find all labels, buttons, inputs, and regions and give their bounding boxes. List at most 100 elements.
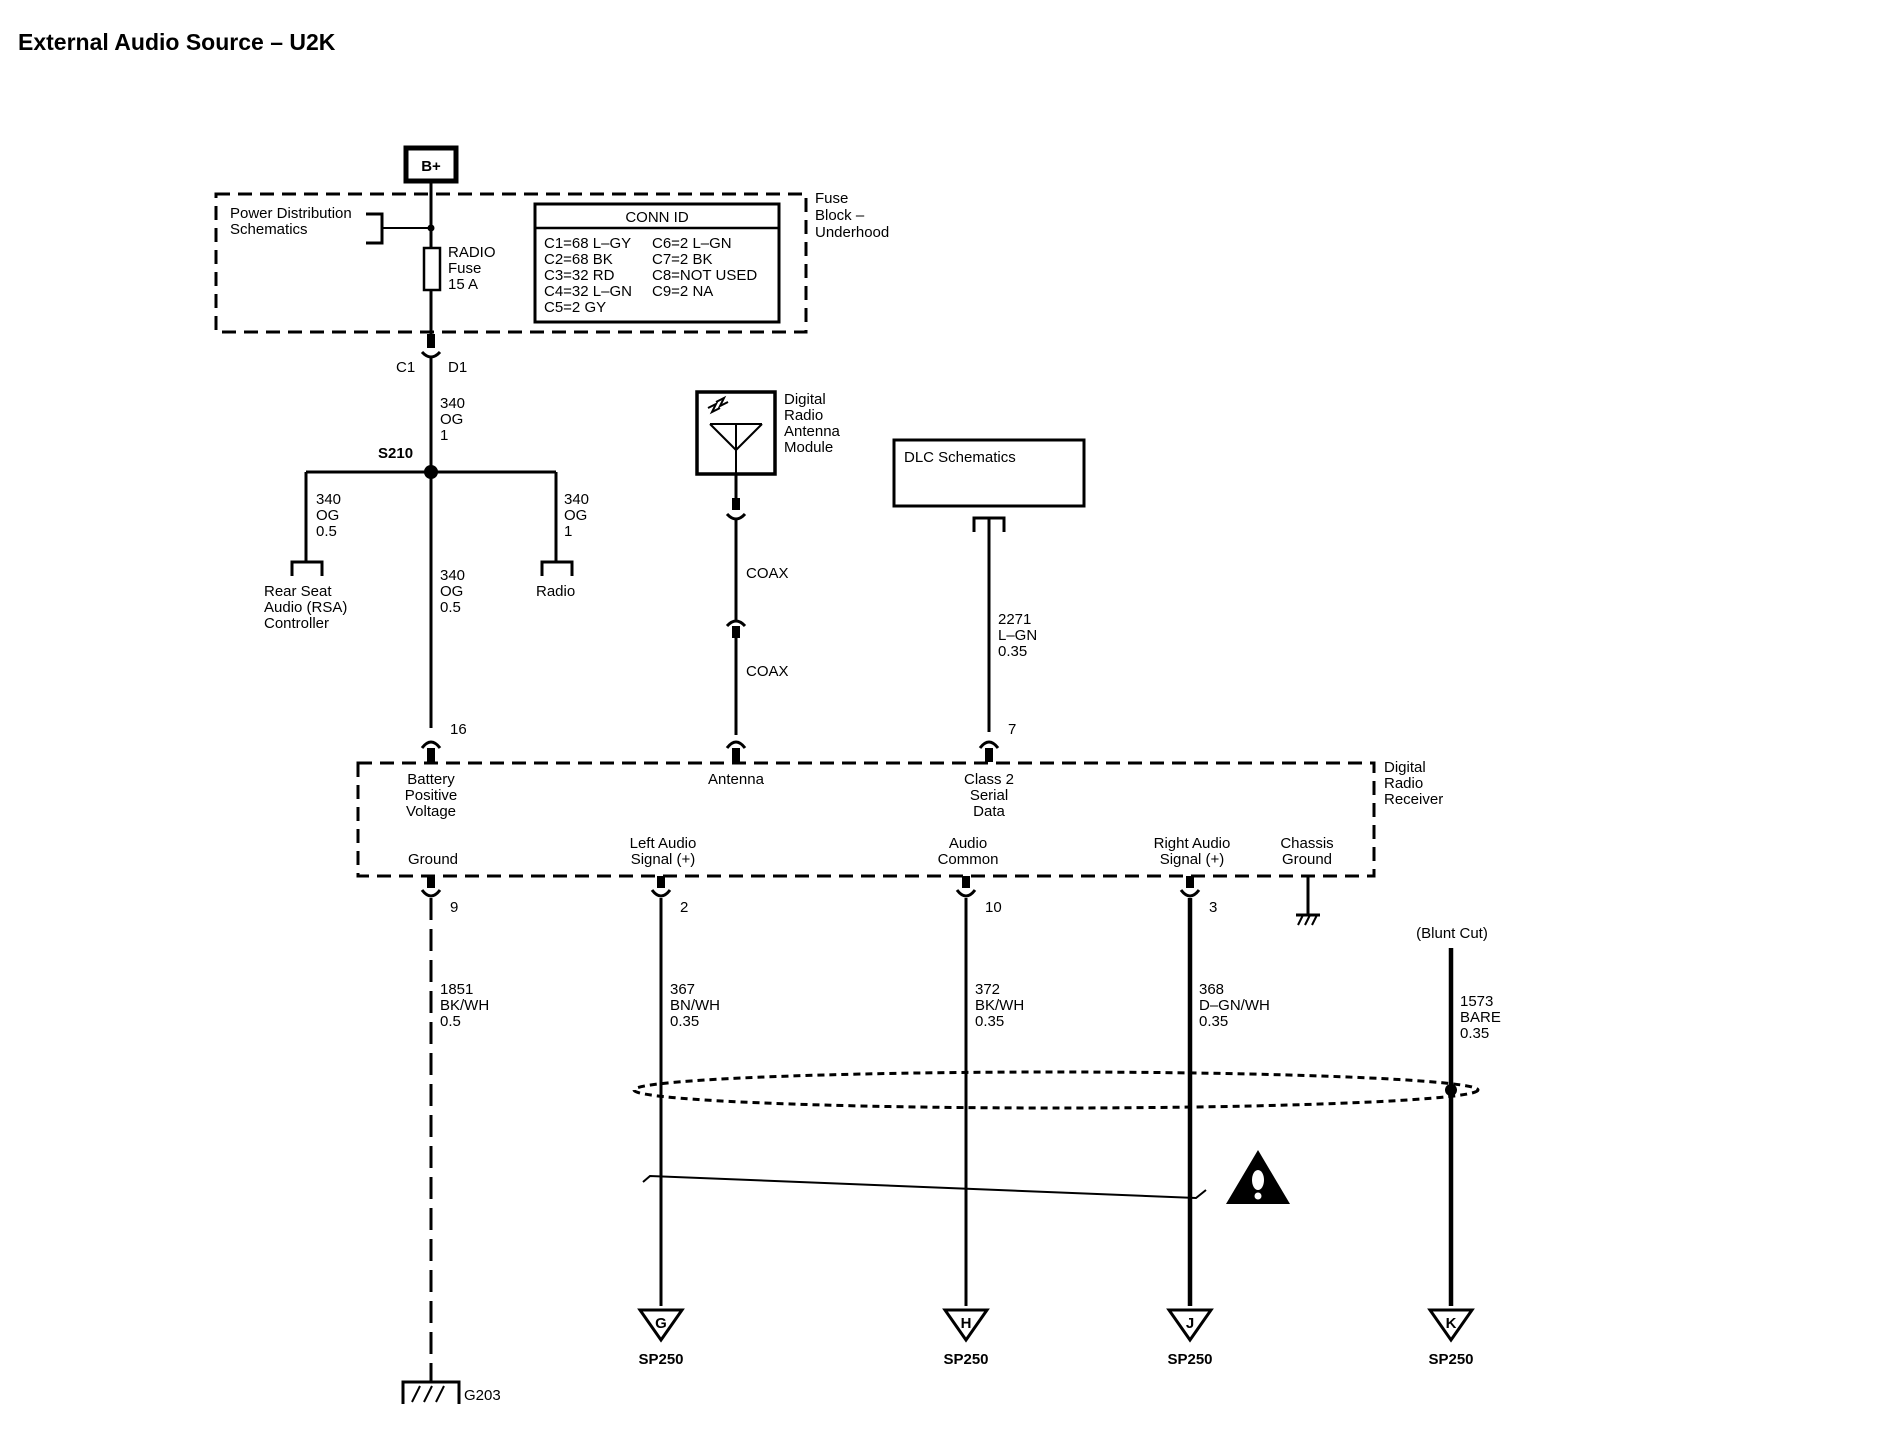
svg-text:Digital: Digital [1384, 759, 1426, 776]
svg-text:D1: D1 [448, 359, 467, 376]
svg-text:C9=2 NA: C9=2 NA [652, 283, 713, 300]
svg-text:Common: Common [938, 851, 999, 868]
conn-id-table: CONN ID C1=68 L–GY C2=68 BK C3=32 RD C4=… [533, 202, 781, 324]
svg-text:OG: OG [316, 507, 339, 524]
svg-text:Ground: Ground [1282, 851, 1332, 868]
wire-368-right-audio: 368 D–GN/WH 0.35 [1187, 898, 1270, 1306]
blunt-cut-label: (Blunt Cut) [1416, 925, 1488, 942]
wire-coax: COAX COAX [725, 474, 789, 735]
svg-text:368: 368 [1199, 981, 1224, 998]
digital-radio-receiver-label: Digital Radio Receiver [1384, 759, 1443, 808]
svg-text:Power Distribution: Power Distribution [230, 205, 352, 222]
svg-text:C8=NOT USED: C8=NOT USED [652, 267, 757, 284]
svg-text:Underhood: Underhood [815, 224, 889, 241]
svg-text:Signal (+): Signal (+) [631, 851, 696, 868]
svg-text:COAX: COAX [746, 663, 789, 680]
svg-text:0.35: 0.35 [1460, 1025, 1489, 1042]
fuse-block-label: Fuse Block – Underhood [815, 190, 889, 241]
svg-text:COAX: COAX [746, 565, 789, 582]
svg-text:C1: C1 [396, 359, 415, 376]
svg-text:Radio: Radio [784, 407, 823, 424]
svg-text:OG: OG [440, 583, 463, 600]
svg-text:C5=2 GY: C5=2 GY [544, 299, 606, 316]
svg-text:0.35: 0.35 [975, 1013, 1004, 1030]
svg-text:Serial: Serial [970, 787, 1008, 804]
svg-text:Digital: Digital [784, 391, 826, 408]
svg-text:C2=68 BK: C2=68 BK [544, 251, 613, 268]
svg-text:Antenna: Antenna [784, 423, 841, 440]
svg-text:Ground: Ground [408, 851, 458, 868]
svg-text:Audio (RSA): Audio (RSA) [264, 599, 347, 616]
svg-text:Controller: Controller [264, 615, 329, 632]
svg-text:367: 367 [670, 981, 695, 998]
rsa-controller-label: Rear Seat [264, 583, 332, 600]
fuse-block-boundary [214, 192, 808, 334]
branch-rsa-controller: 340 OG 0.5 Rear Seat Audio (RSA) Control… [264, 491, 347, 632]
receiver-top-connectors: 16 7 [420, 721, 1016, 762]
svg-text:Audio: Audio [949, 835, 987, 852]
svg-text:Left Audio: Left Audio [630, 835, 697, 852]
svg-text:0.5: 0.5 [440, 599, 461, 616]
svg-text:0.35: 0.35 [1199, 1013, 1228, 1030]
radio-label: Radio [536, 583, 575, 600]
battery-positive-source: B+ [403, 145, 459, 184]
svg-text:Voltage: Voltage [406, 803, 456, 820]
wire-367-left-audio: 367 BN/WH 0.35 [659, 898, 720, 1306]
power-distribution-reference[interactable]: Power Distribution Schematics [230, 205, 435, 245]
branch-radio: 340 OG 1 Radio [536, 491, 589, 600]
svg-text:H: H [961, 1315, 972, 1332]
svg-text:Chassis: Chassis [1280, 835, 1333, 852]
svg-text:10: 10 [985, 899, 1002, 916]
svg-text:1: 1 [564, 523, 572, 540]
svg-text:0.35: 0.35 [998, 643, 1027, 660]
svg-text:0.35: 0.35 [670, 1013, 699, 1030]
svg-text:C4=32 L–GN: C4=32 L–GN [544, 283, 632, 300]
ground-g203: G203 [401, 1380, 501, 1404]
svg-text:Battery: Battery [407, 771, 455, 788]
svg-text:Fuse: Fuse [448, 260, 481, 277]
svg-text:372: 372 [975, 981, 1000, 998]
shield-ellipse [632, 1070, 1480, 1110]
svg-text:340: 340 [440, 395, 465, 412]
svg-text:340: 340 [316, 491, 341, 508]
svg-text:0.5: 0.5 [440, 1013, 461, 1030]
svg-text:7: 7 [1008, 721, 1016, 738]
svg-text:2271: 2271 [998, 611, 1031, 628]
svg-text:C3=32 RD: C3=32 RD [544, 267, 615, 284]
svg-text:Positive: Positive [405, 787, 458, 804]
svg-text:Fuse: Fuse [815, 190, 848, 207]
receiver-bottom-connectors: 9 2 10 3 [420, 876, 1217, 916]
svg-text:G: G [655, 1315, 667, 1332]
wire-1851-ground: 1851 BK/WH 0.5 [429, 898, 489, 1382]
wire-372-audio-common: 372 BK/WH 0.35 [964, 898, 1024, 1306]
dlc-schematics-reference[interactable]: DLC Schematics [892, 438, 1086, 732]
svg-text:SP250: SP250 [638, 1351, 683, 1368]
wire-1573-drain: (Blunt Cut) 1573 BARE 0.35 [1416, 925, 1501, 1306]
wire-2271-label: 2271 L–GN 0.35 [998, 611, 1037, 660]
splice-pack-h: H SP250 [942, 1308, 990, 1368]
chassis-ground-icon [1296, 876, 1320, 926]
svg-text:Radio: Radio [1384, 775, 1423, 792]
svg-text:OG: OG [440, 411, 463, 428]
svg-text:L–GN: L–GN [998, 627, 1037, 644]
svg-text:Schematics: Schematics [230, 221, 308, 238]
svg-text:1851: 1851 [440, 981, 473, 998]
svg-text:DLC Schematics: DLC Schematics [904, 449, 1016, 466]
connector-c1-d1: C1 D1 [396, 334, 467, 472]
splice-pack-j: J SP250 [1166, 1308, 1214, 1368]
svg-text:BN/WH: BN/WH [670, 997, 720, 1014]
battery-positive-label: B+ [421, 158, 441, 175]
svg-text:15 A: 15 A [448, 276, 478, 293]
svg-text:340: 340 [440, 567, 465, 584]
svg-text:Signal (+): Signal (+) [1160, 851, 1225, 868]
svg-text:OG: OG [564, 507, 587, 524]
wire-340-receiver-label: 340 OG 0.5 [440, 567, 465, 616]
conn-id-title: CONN ID [625, 209, 689, 226]
signal-icon [707, 395, 729, 415]
svg-text:C1=68 L–GY: C1=68 L–GY [544, 235, 631, 252]
digital-radio-receiver-boundary [356, 761, 1376, 878]
svg-text:1573: 1573 [1460, 993, 1493, 1010]
svg-text:K: K [1446, 1315, 1457, 1332]
radio-fuse: RADIO Fuse 15 A [422, 244, 496, 293]
diagram-title: External Audio Source – U2K [18, 29, 336, 55]
